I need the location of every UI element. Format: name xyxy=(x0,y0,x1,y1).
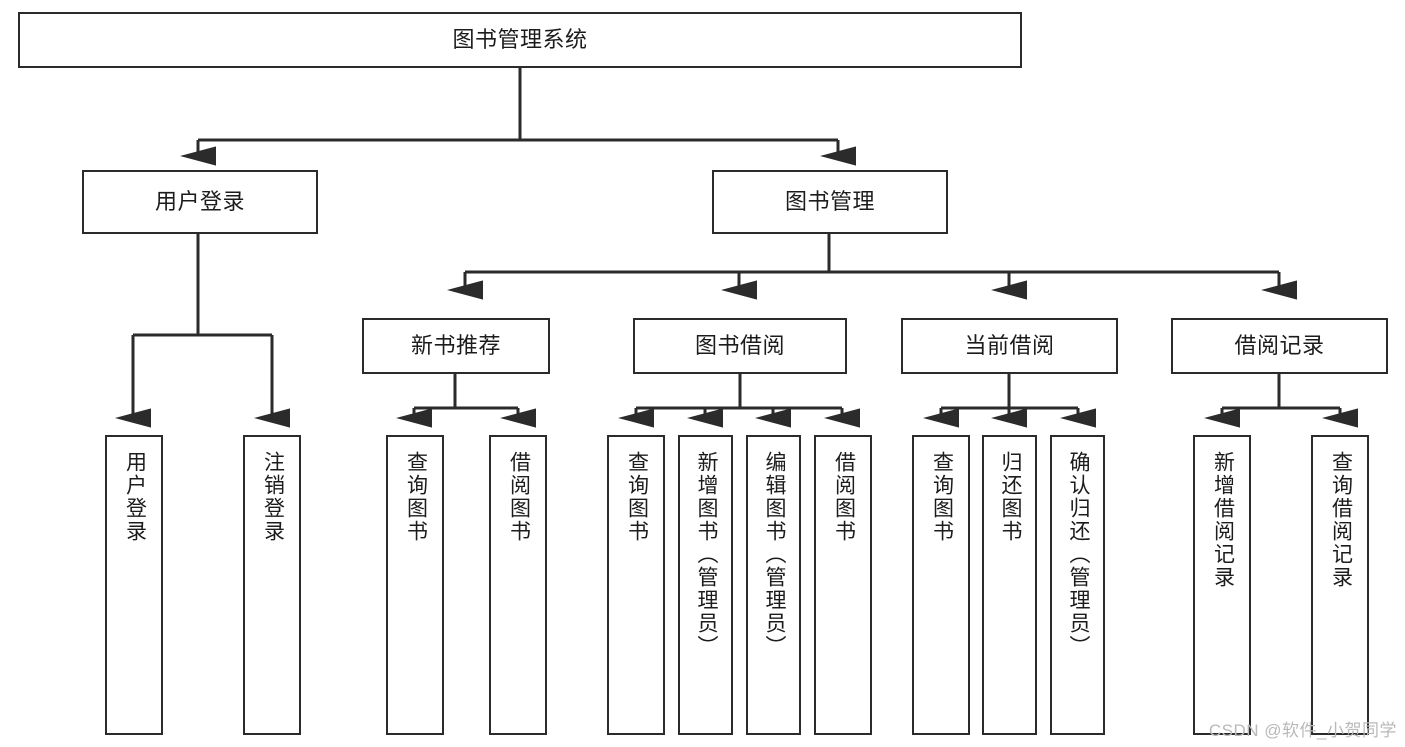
node-current-borrow[interactable]: 当前借阅 xyxy=(901,318,1118,374)
node-label: 借阅图书 xyxy=(832,451,856,543)
node-borrow-record[interactable]: 借阅记录 xyxy=(1171,318,1388,374)
node-label: 用户登录 xyxy=(123,451,147,543)
node-label: 图书管理系统 xyxy=(452,26,588,52)
leaf-query-book-current[interactable]: 查询图书 xyxy=(912,435,970,735)
leaf-return-book[interactable]: 归还图书 xyxy=(982,435,1037,735)
leaf-borrow-book-new[interactable]: 借阅图书 xyxy=(489,435,547,735)
leaf-add-book-admin[interactable]: 新增图书（管理员） xyxy=(678,435,733,735)
leaf-borrow-book[interactable]: 借阅图书 xyxy=(814,435,872,735)
leaf-add-borrow-record[interactable]: 新增借阅记录 xyxy=(1193,435,1251,735)
node-label: 新增图书（管理员） xyxy=(694,451,718,658)
node-label: 归还图书 xyxy=(998,451,1022,543)
node-label: 注销登录 xyxy=(261,451,285,543)
node-label: 查询图书 xyxy=(404,451,428,543)
node-label: 确认归还（管理员） xyxy=(1066,451,1090,658)
leaf-confirm-return-admin[interactable]: 确认归还（管理员） xyxy=(1050,435,1105,735)
node-label: 查询图书 xyxy=(625,451,649,543)
leaf-edit-book-admin[interactable]: 编辑图书（管理员） xyxy=(746,435,801,735)
node-new-book-recommend[interactable]: 新书推荐 xyxy=(362,318,550,374)
node-label: 查询借阅记录 xyxy=(1329,451,1353,589)
node-label: 用户登录 xyxy=(154,188,245,214)
leaf-user-login[interactable]: 用户登录 xyxy=(105,435,163,735)
node-label: 图书管理 xyxy=(784,188,875,214)
leaf-query-book-new[interactable]: 查询图书 xyxy=(386,435,444,735)
leaf-query-borrow-record[interactable]: 查询借阅记录 xyxy=(1311,435,1369,735)
node-label: 编辑图书（管理员） xyxy=(762,451,786,658)
node-root[interactable]: 图书管理系统 xyxy=(18,12,1022,68)
node-label: 借阅图书 xyxy=(507,451,531,543)
node-user-login[interactable]: 用户登录 xyxy=(82,170,318,234)
node-label: 新增借阅记录 xyxy=(1211,451,1235,589)
node-label: 借阅记录 xyxy=(1234,332,1325,358)
node-label: 新书推荐 xyxy=(410,332,501,358)
leaf-query-book-borrow[interactable]: 查询图书 xyxy=(607,435,665,735)
leaf-logout[interactable]: 注销登录 xyxy=(243,435,301,735)
node-label: 当前借阅 xyxy=(964,332,1055,358)
node-label: 图书借阅 xyxy=(694,332,785,358)
node-book-borrow[interactable]: 图书借阅 xyxy=(633,318,847,374)
node-book-management[interactable]: 图书管理 xyxy=(712,170,948,234)
node-label: 查询图书 xyxy=(930,451,954,543)
watermark: CSDN @软件_小贺同学 xyxy=(1208,721,1397,740)
